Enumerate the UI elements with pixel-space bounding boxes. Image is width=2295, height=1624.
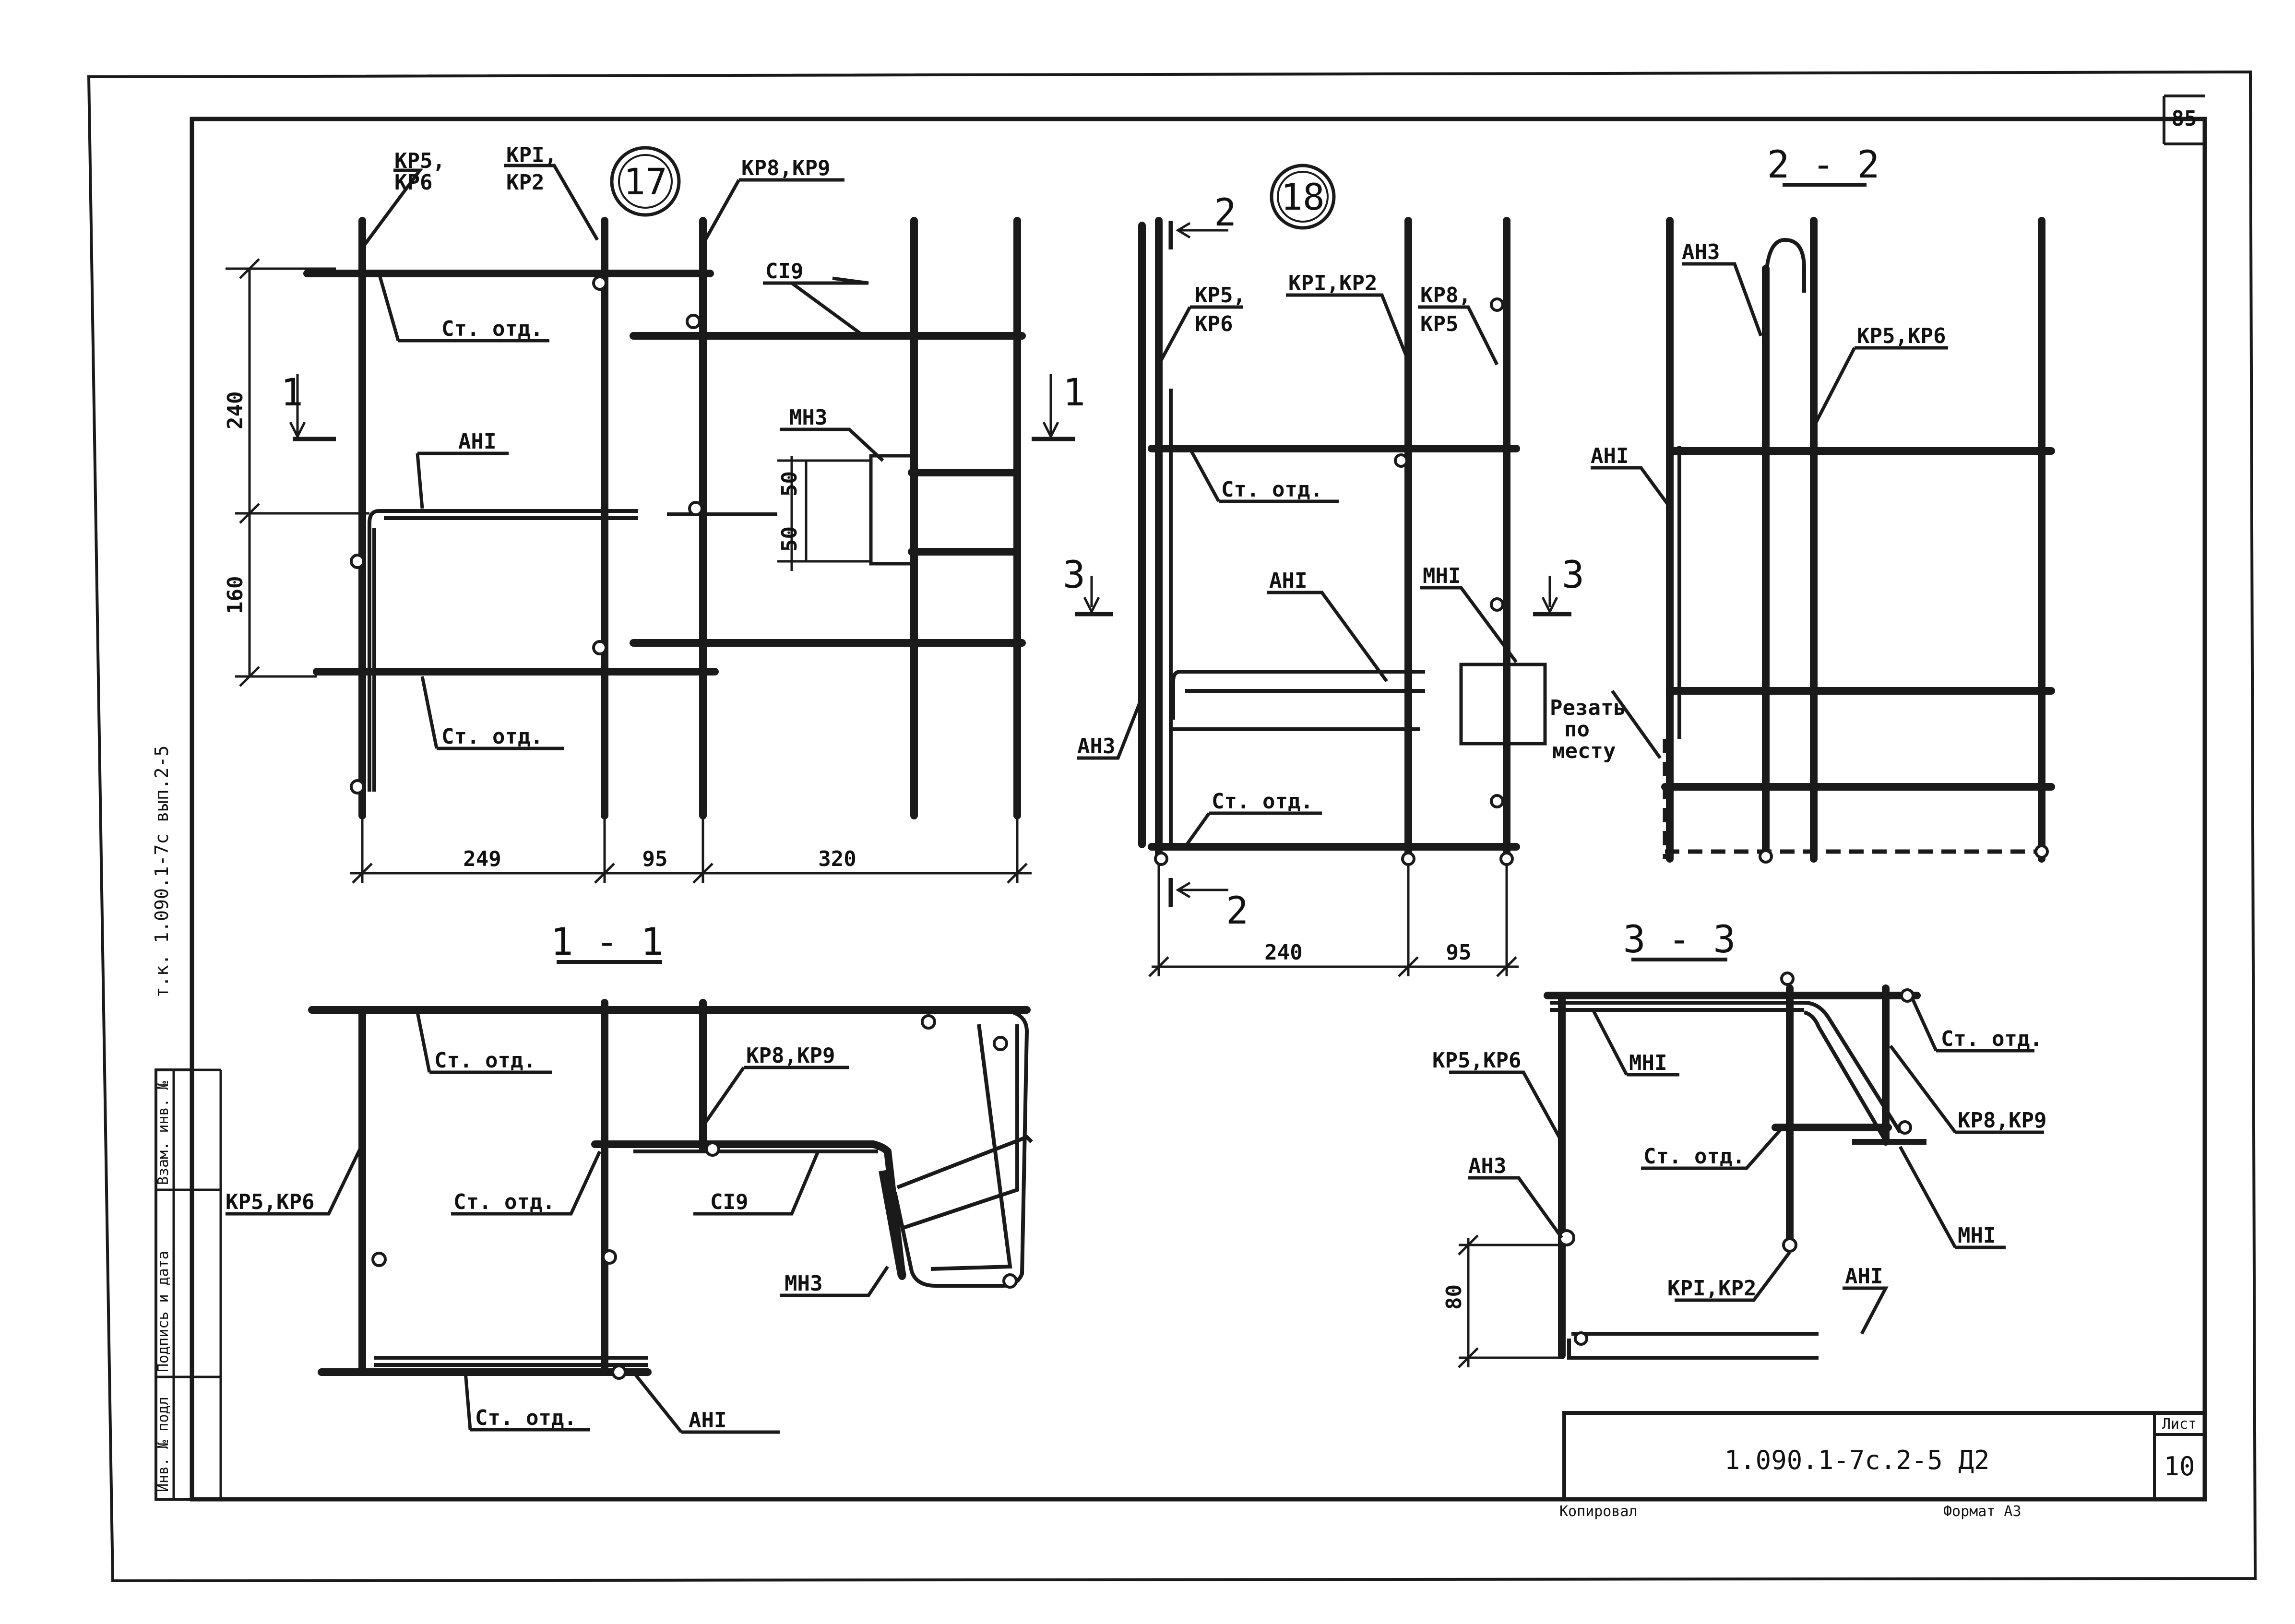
label-kp8-kp9-33: КР8,КР9 <box>1958 1108 2046 1133</box>
label-st-otd-33-right: Ст. отд. <box>1941 1027 2043 1051</box>
cut-3-left: 3 <box>1063 554 1085 597</box>
label-mhi-33-right: МНI <box>1958 1223 1996 1248</box>
dim-249: 249 <box>463 847 501 871</box>
sheet-label: Лист <box>2162 1416 2197 1433</box>
dim-95: 95 <box>642 847 668 871</box>
label-st-otd-11-top: Ст. отд. <box>434 1048 536 1073</box>
section-1-1-view <box>226 960 1033 1434</box>
section-1-1-title: 1 - 1 <box>551 921 664 964</box>
section-2-2-view <box>1591 183 2055 864</box>
label-ah3-33: АН3 <box>1468 1154 1506 1178</box>
node-17-number: 17 <box>623 160 667 203</box>
dim-50-bottom: 50 <box>777 526 802 552</box>
title-block <box>1562 1411 2207 1501</box>
label-kp8-kp9-11: КР8,КР9 <box>746 1043 835 1068</box>
label-st-otd-11-bottom: Ст. отд. <box>475 1406 577 1430</box>
label-st-otd-33-mid: Ст. отд. <box>1643 1144 1745 1169</box>
label-ahi: АНI <box>458 429 496 454</box>
section-3-3-view <box>1449 958 2044 1368</box>
stamp-signature-date: Подпись и дата <box>155 1251 172 1372</box>
stamp-strip <box>155 1068 222 1501</box>
label-ci9: СI9 <box>765 259 803 284</box>
dim-50-top: 50 <box>777 471 802 497</box>
cut-1-right: 1 <box>1063 371 1085 415</box>
label-kp5b-18: КР5 <box>1420 312 1458 336</box>
cut-3-right: 3 <box>1562 554 1584 597</box>
node-18-view <box>1075 217 1571 977</box>
dim-160: 160 <box>223 576 248 614</box>
label-ahi-18: АНI <box>1269 569 1307 593</box>
label-kp6: КР6 <box>394 170 432 195</box>
label-kp5-kp6-33: КР5,КР6 <box>1432 1048 1521 1073</box>
label-kp5-kp6-22: КР5,КР6 <box>1857 324 1946 348</box>
node-17-marker <box>610 146 681 217</box>
drawing-code: 1.090.1-7с.2-5 Д2 <box>1724 1445 1990 1475</box>
cut-2-bottom: 2 <box>1226 889 1249 933</box>
label-ah3-22: АН3 <box>1682 240 1720 264</box>
label-mh3: МН3 <box>789 405 827 430</box>
label-kp8-18: КР8, <box>1420 283 1471 308</box>
label-ahi-33: АНI <box>1845 1264 1883 1289</box>
label-kp1-kp2-33: КРI,КР2 <box>1667 1276 1756 1301</box>
label-kp6-18: КР6 <box>1195 312 1233 336</box>
label-ahi-11: АНI <box>689 1408 726 1433</box>
node-18-marker-inner <box>1277 171 1329 223</box>
label-st-otd-18-bottom: Ст. отд. <box>1212 789 1313 814</box>
label-st-otd-11-mid: Ст. отд. <box>453 1190 555 1214</box>
dim-80: 80 <box>1442 1284 1466 1310</box>
dim-240-18: 240 <box>1264 940 1302 965</box>
label-mhi-33-top: МНI <box>1629 1051 1667 1075</box>
label-kp2: КР2 <box>506 170 544 195</box>
label-kp1-kp2-18: КРI,КР2 <box>1288 271 1377 296</box>
dim-240: 240 <box>223 391 248 429</box>
label-ci9-11: СI9 <box>710 1190 748 1214</box>
dim-320: 320 <box>818 847 856 871</box>
cut-1-left: 1 <box>281 371 303 415</box>
label-st-otd-18-top: Ст. отд. <box>1221 477 1323 502</box>
label-st-otd-bottom: Ст. отд. <box>441 724 543 749</box>
page-number: 85 <box>2172 107 2197 131</box>
copied-label: Копировал <box>1559 1503 1638 1520</box>
section-3-3-title: 3 - 3 <box>1623 918 1736 961</box>
label-kp5: КР5, <box>394 149 445 173</box>
label-mh3-11: МН3 <box>785 1271 822 1296</box>
format-label: Формат А3 <box>1943 1503 2022 1520</box>
section-2-2-title: 2 - 2 <box>1767 143 1880 187</box>
cut-2-top: 2 <box>1214 191 1237 235</box>
side-note: т.к. 1.090.1-7с вып.2-5 <box>151 746 172 998</box>
label-cut-note-3: месту <box>1552 739 1616 763</box>
label-cut-note-2: по <box>1564 717 1590 742</box>
node-18-marker <box>1270 164 1336 230</box>
node-17-view <box>226 164 1075 884</box>
label-st-otd-top: Ст. отд. <box>441 317 543 341</box>
label-ahi-22: АНI <box>1591 444 1629 468</box>
label-cut-note-1: Резать <box>1550 696 1626 720</box>
label-kp5-kp6-11: КР5,КР6 <box>226 1190 314 1214</box>
node-17-marker-inner <box>618 154 673 209</box>
stamp-inv-no: Инв. № подл <box>155 1397 172 1492</box>
label-kp8-kp9: КР8,КР9 <box>741 156 830 180</box>
label-mhi-18: МНI <box>1423 564 1461 588</box>
label-ah3-18: АН3 <box>1077 734 1115 759</box>
node-18-number: 18 <box>1281 176 1325 218</box>
dim-95-18: 95 <box>1446 940 1472 965</box>
sheet-number: 10 <box>2164 1451 2195 1482</box>
stamp-replaced-inv: Взам. инв. № <box>155 1081 172 1185</box>
label-kp1: КРI, <box>506 143 557 167</box>
label-kp5-18: КР5, <box>1195 283 1246 308</box>
